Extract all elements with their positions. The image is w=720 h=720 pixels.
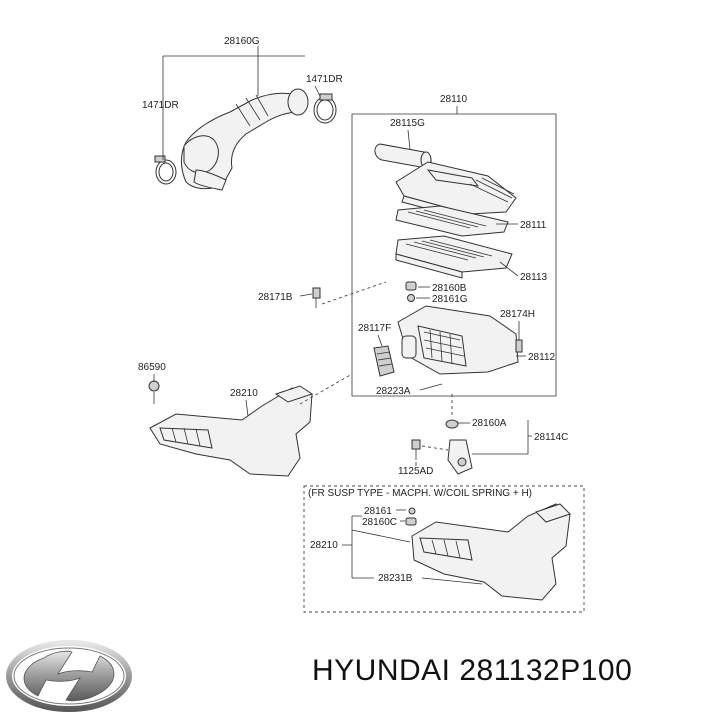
- bracket-28114c: [447, 439, 473, 475]
- label-28117f: 28117F: [358, 323, 391, 334]
- assembly-box-outline: [351, 113, 557, 397]
- label-28111: 28111: [520, 220, 547, 231]
- hyundai-logo-icon: [6, 640, 132, 712]
- product-caption: HYUNDAI 281132P100: [312, 654, 633, 687]
- label-28114c: 28114C: [534, 432, 568, 443]
- filter-element-lower: [395, 235, 513, 279]
- label-86590: 86590: [138, 362, 166, 373]
- grommet-28161g: [407, 294, 415, 302]
- bolt-1125ad: [411, 439, 421, 460]
- inset-box: [303, 485, 585, 613]
- label-28160g: 28160G: [224, 36, 260, 47]
- grommet-28160c-inset: [405, 517, 417, 526]
- label-28110: 28110: [440, 94, 468, 105]
- grommet-28160b: [405, 281, 417, 291]
- label-28113: 28113: [520, 272, 548, 283]
- label-1125ad: 1125AD: [398, 466, 433, 477]
- hose-clamp-right: [313, 93, 337, 124]
- label-28161: 28161: [364, 506, 392, 517]
- duct-28115g: [374, 143, 432, 169]
- lower-housing-28112: [397, 305, 519, 375]
- label-28161g: 28161G: [432, 294, 468, 305]
- label-28160b: 28160B: [432, 283, 467, 294]
- duct-housing-leader: [299, 373, 353, 405]
- air-duct-28210: [149, 385, 314, 477]
- grommet-28161-inset: [408, 507, 416, 515]
- resonator-28117f: [373, 345, 395, 377]
- label-28223a: 28223A: [376, 386, 411, 397]
- bolt-leader: [321, 281, 387, 305]
- clip-28174h: [515, 339, 523, 353]
- label-1471dr-left: 1471DR: [142, 100, 179, 111]
- label-28160a: 28160A: [472, 418, 507, 429]
- label-28171b: 28171B: [258, 292, 293, 303]
- grommet-28160a: [445, 419, 459, 429]
- hose-clamp-left: [154, 155, 177, 185]
- label-1471dr-right: 1471DR: [306, 74, 343, 85]
- bracket-leader: [421, 445, 449, 451]
- label-28115g: 28115G: [390, 118, 425, 129]
- brand-footer: HYUNDAI 281132P100: [0, 632, 720, 716]
- bolt-28171b: [312, 287, 321, 308]
- label-28160c: 28160C: [362, 517, 397, 528]
- air-duct-inset: [411, 503, 571, 601]
- label-28231b: 28231B: [378, 573, 413, 584]
- intake-hose: [181, 88, 309, 191]
- label-28210: 28210: [230, 388, 258, 399]
- label-28210-inset: 28210: [310, 540, 338, 551]
- filter-element-28113: [395, 205, 509, 237]
- grommet-86590: [148, 380, 160, 404]
- inset-note: (FR SUSP TYPE - MACPH. W/COIL SPRING + H…: [308, 488, 532, 499]
- label-28112: 28112: [528, 352, 556, 363]
- label-28174h: 28174H: [500, 309, 535, 320]
